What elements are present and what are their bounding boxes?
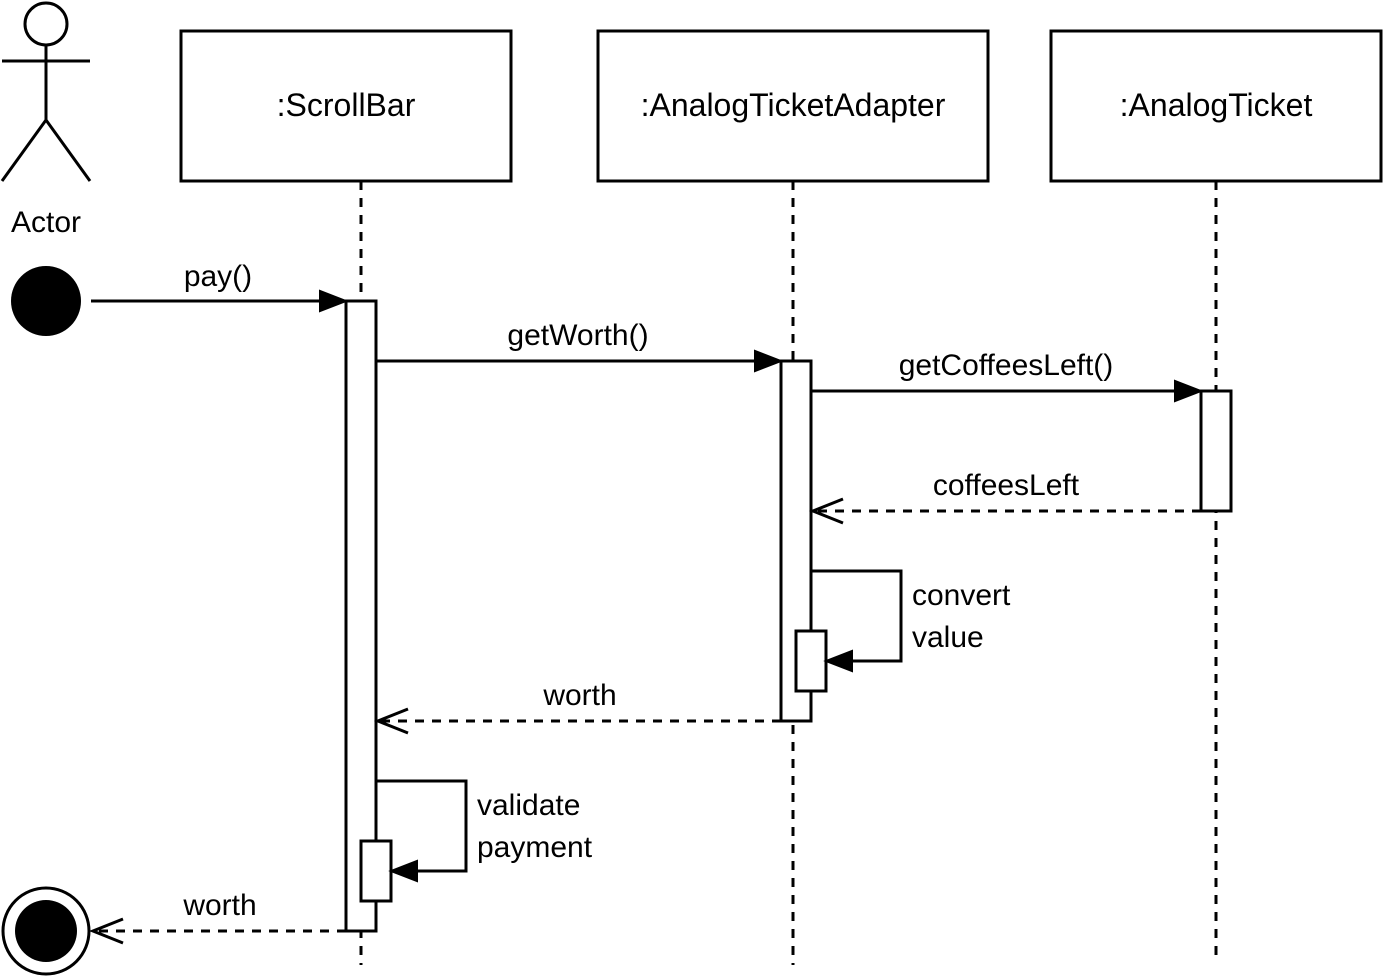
message-pay: pay() xyxy=(91,260,349,313)
message-label: getCoffeesLeft() xyxy=(899,349,1114,382)
message-label-line1: validate xyxy=(477,789,580,822)
message-label-line2: value xyxy=(912,621,984,654)
participant-label: :ScrollBar xyxy=(277,87,416,123)
actor-right-leg xyxy=(44,119,92,182)
activation-scrollbar xyxy=(344,299,378,933)
message-label: worth xyxy=(182,889,256,922)
participant-adapter: :AnalogTicketAdapter xyxy=(596,29,990,183)
message-label: getWorth() xyxy=(507,319,648,352)
actor-head xyxy=(23,1,69,47)
return-worth-final: worth xyxy=(88,889,346,945)
participant-box xyxy=(179,29,513,183)
self-message-line xyxy=(376,779,468,873)
participant-label: :AnalogTicketAdapter xyxy=(641,87,946,123)
arrowhead-filled xyxy=(754,349,784,373)
activation-adapter-self xyxy=(794,629,828,693)
participant-ticket: :AnalogTicket xyxy=(1049,29,1383,183)
arrowhead-open xyxy=(88,917,124,945)
final-node xyxy=(1,886,91,976)
activation-scrollbar-self xyxy=(359,839,393,903)
arrowhead-filled xyxy=(319,289,349,313)
arrowhead-open xyxy=(808,497,844,525)
arrowhead-filled xyxy=(388,859,418,883)
self-message-convert-value: convert value xyxy=(811,569,1011,673)
actor: Actor xyxy=(0,1,92,239)
arrowhead-open xyxy=(373,707,409,735)
initial-node xyxy=(11,266,81,336)
actor-left-leg xyxy=(0,119,48,182)
message-get-coffees-left: getCoffeesLeft() xyxy=(811,349,1204,403)
participant-label: :AnalogTicket xyxy=(1120,87,1313,123)
arrowhead-filled xyxy=(1174,379,1204,403)
message-label-line1: convert xyxy=(912,579,1011,612)
return-coffees-left: coffeesLeft xyxy=(808,469,1201,525)
actor-label: Actor xyxy=(11,206,81,239)
message-label: pay() xyxy=(184,260,252,293)
message-label: coffeesLeft xyxy=(933,469,1080,502)
message-label-line2: payment xyxy=(477,831,593,864)
arrowhead-filled xyxy=(823,649,853,673)
message-label: worth xyxy=(542,679,616,712)
message-get-worth: getWorth() xyxy=(376,319,784,373)
participant-box xyxy=(1049,29,1383,183)
activation-ticket xyxy=(1199,389,1233,513)
return-worth: worth xyxy=(373,679,781,735)
participant-box xyxy=(596,29,990,183)
self-message-validate-payment: validate payment xyxy=(376,779,593,883)
participant-scrollbar: :ScrollBar xyxy=(179,29,513,183)
self-message-line xyxy=(811,569,903,663)
final-node-core xyxy=(15,900,77,962)
